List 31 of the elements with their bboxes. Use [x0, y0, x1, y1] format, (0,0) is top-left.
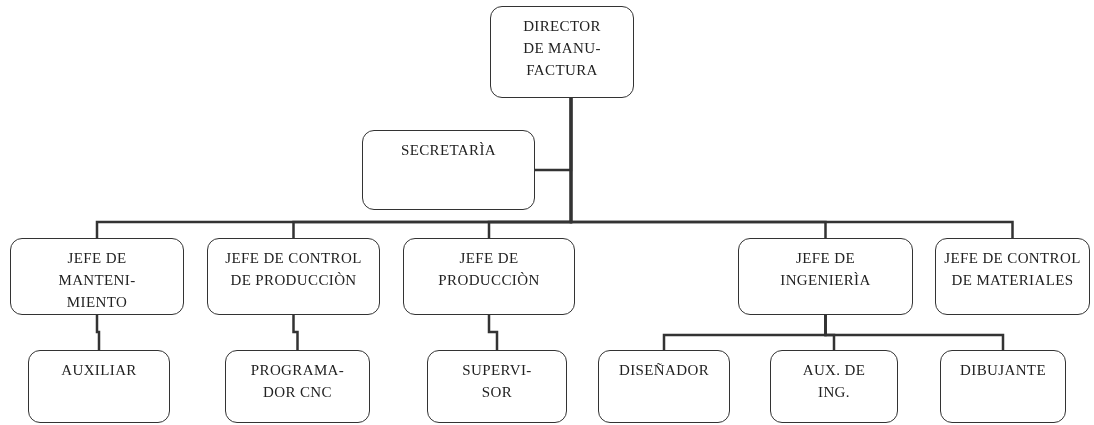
role-title: JEFE DE INGENIERÌA [779, 249, 872, 290]
org-box [10, 238, 184, 315]
org-box [935, 238, 1090, 315]
role-title: JEFE DE CONTROL DE PRODUCCIÒN [224, 249, 363, 290]
org-box [490, 6, 634, 98]
org-box [403, 238, 575, 315]
connector-line [292, 315, 299, 350]
role-title: AUXILIAR [61, 361, 137, 380]
role-title: JEFE DE CONTROL DE MATERIALES [943, 249, 1082, 290]
org-box [940, 350, 1066, 423]
org-box [362, 130, 535, 210]
org-box [738, 238, 913, 315]
org-box [28, 350, 170, 423]
org-box [225, 350, 370, 423]
org-box [598, 350, 730, 423]
role-title: SUPERVI- SOR [461, 361, 533, 402]
role-title: JEFE DE MANTENI- MIENTO [57, 249, 137, 312]
role-title: SECRETARÌA [400, 141, 497, 160]
connector-line [95, 315, 101, 350]
role-title: DIBUJANTE [960, 361, 1046, 380]
connector-line [487, 315, 499, 350]
org-box [427, 350, 567, 423]
role-title: JEFE DE PRODUCCIÒN [437, 249, 541, 290]
role-title: AUX. DE ING. [801, 361, 867, 402]
org-box [207, 238, 380, 315]
role-title: DISEÑADOR [618, 361, 709, 380]
role-title: DIRECTOR DE MANU- FACTURA [522, 17, 602, 80]
role-title: PROGRAMA- DOR CNC [249, 361, 346, 402]
connector-line [824, 315, 1005, 350]
connector-line [569, 98, 1014, 238]
org-box [770, 350, 898, 423]
